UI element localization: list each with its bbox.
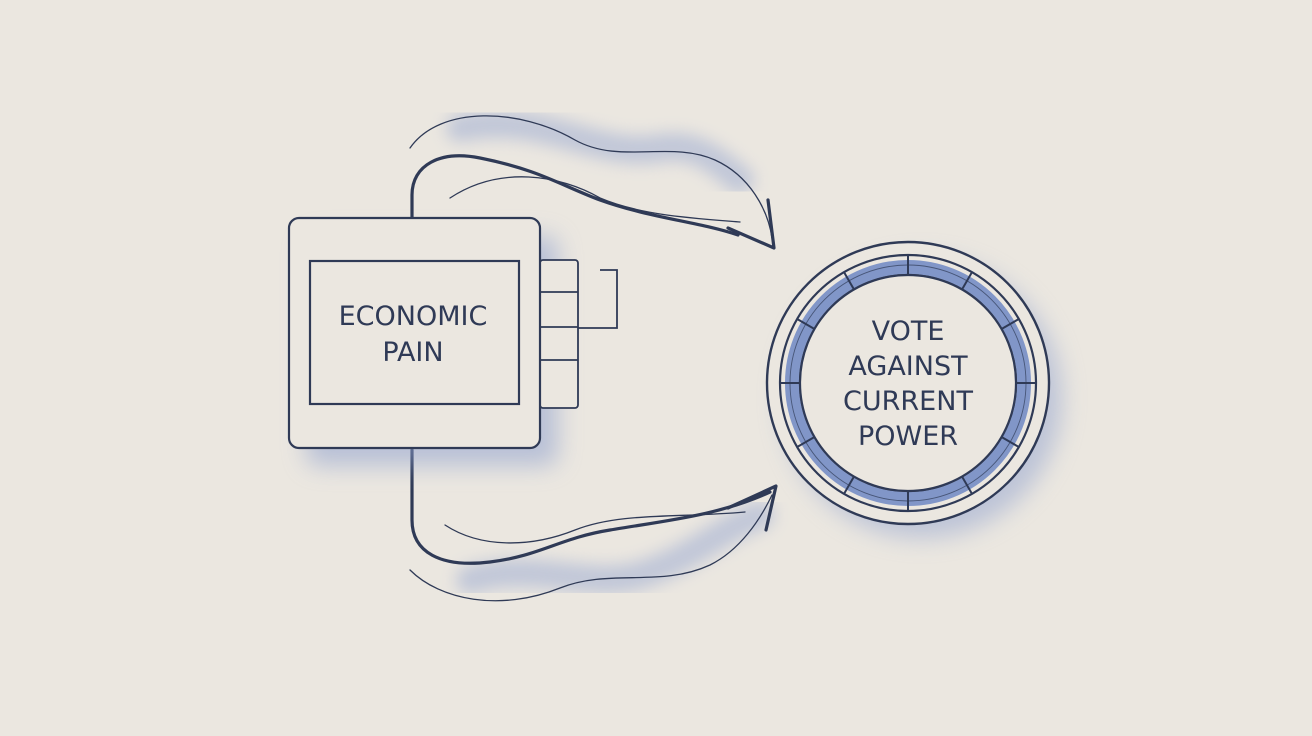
top-connector-line <box>410 154 740 237</box>
target-label-line-4: POWER <box>858 421 958 452</box>
ring-segment-tick <box>961 271 973 290</box>
source-node: ECONOMIC PAIN <box>287 216 618 466</box>
device-side-tabs <box>539 259 618 409</box>
ring-segment-tick <box>796 318 815 330</box>
target-label-line-1: VOTE <box>872 316 945 347</box>
top-ribbon-shade <box>446 110 754 194</box>
ring-segment-tick <box>843 476 855 495</box>
source-label-line-1: ECONOMIC <box>339 301 488 332</box>
target-label-line-3: CURRENT <box>843 386 973 417</box>
source-node-frame <box>287 216 542 450</box>
bottom-arrow-head <box>726 484 778 532</box>
ring-segment-tick <box>961 476 973 495</box>
ring-segment-tick <box>796 436 815 448</box>
target-inner-disk <box>798 273 1018 493</box>
top-inner-line <box>449 176 741 223</box>
top-arrow-head <box>726 198 776 250</box>
ring-segment-tick <box>1001 318 1020 330</box>
top-connector <box>409 110 776 250</box>
bottom-ribbon-shade <box>456 501 774 594</box>
bottom-connector-line <box>410 448 772 565</box>
bottom-connector <box>409 448 778 602</box>
target-label-line-2: AGAINST <box>848 351 968 382</box>
top-outer-line <box>409 115 773 239</box>
source-label-line-2: PAIN <box>382 337 443 368</box>
source-node-screen <box>308 259 521 406</box>
bottom-outer-line <box>409 494 773 602</box>
ring-segment-tick <box>1001 436 1020 448</box>
target-segment-ticks <box>780 255 1036 511</box>
ring-segment-tick <box>843 271 855 290</box>
target-node: VOTE AGAINST CURRENT POWER <box>765 240 1062 538</box>
